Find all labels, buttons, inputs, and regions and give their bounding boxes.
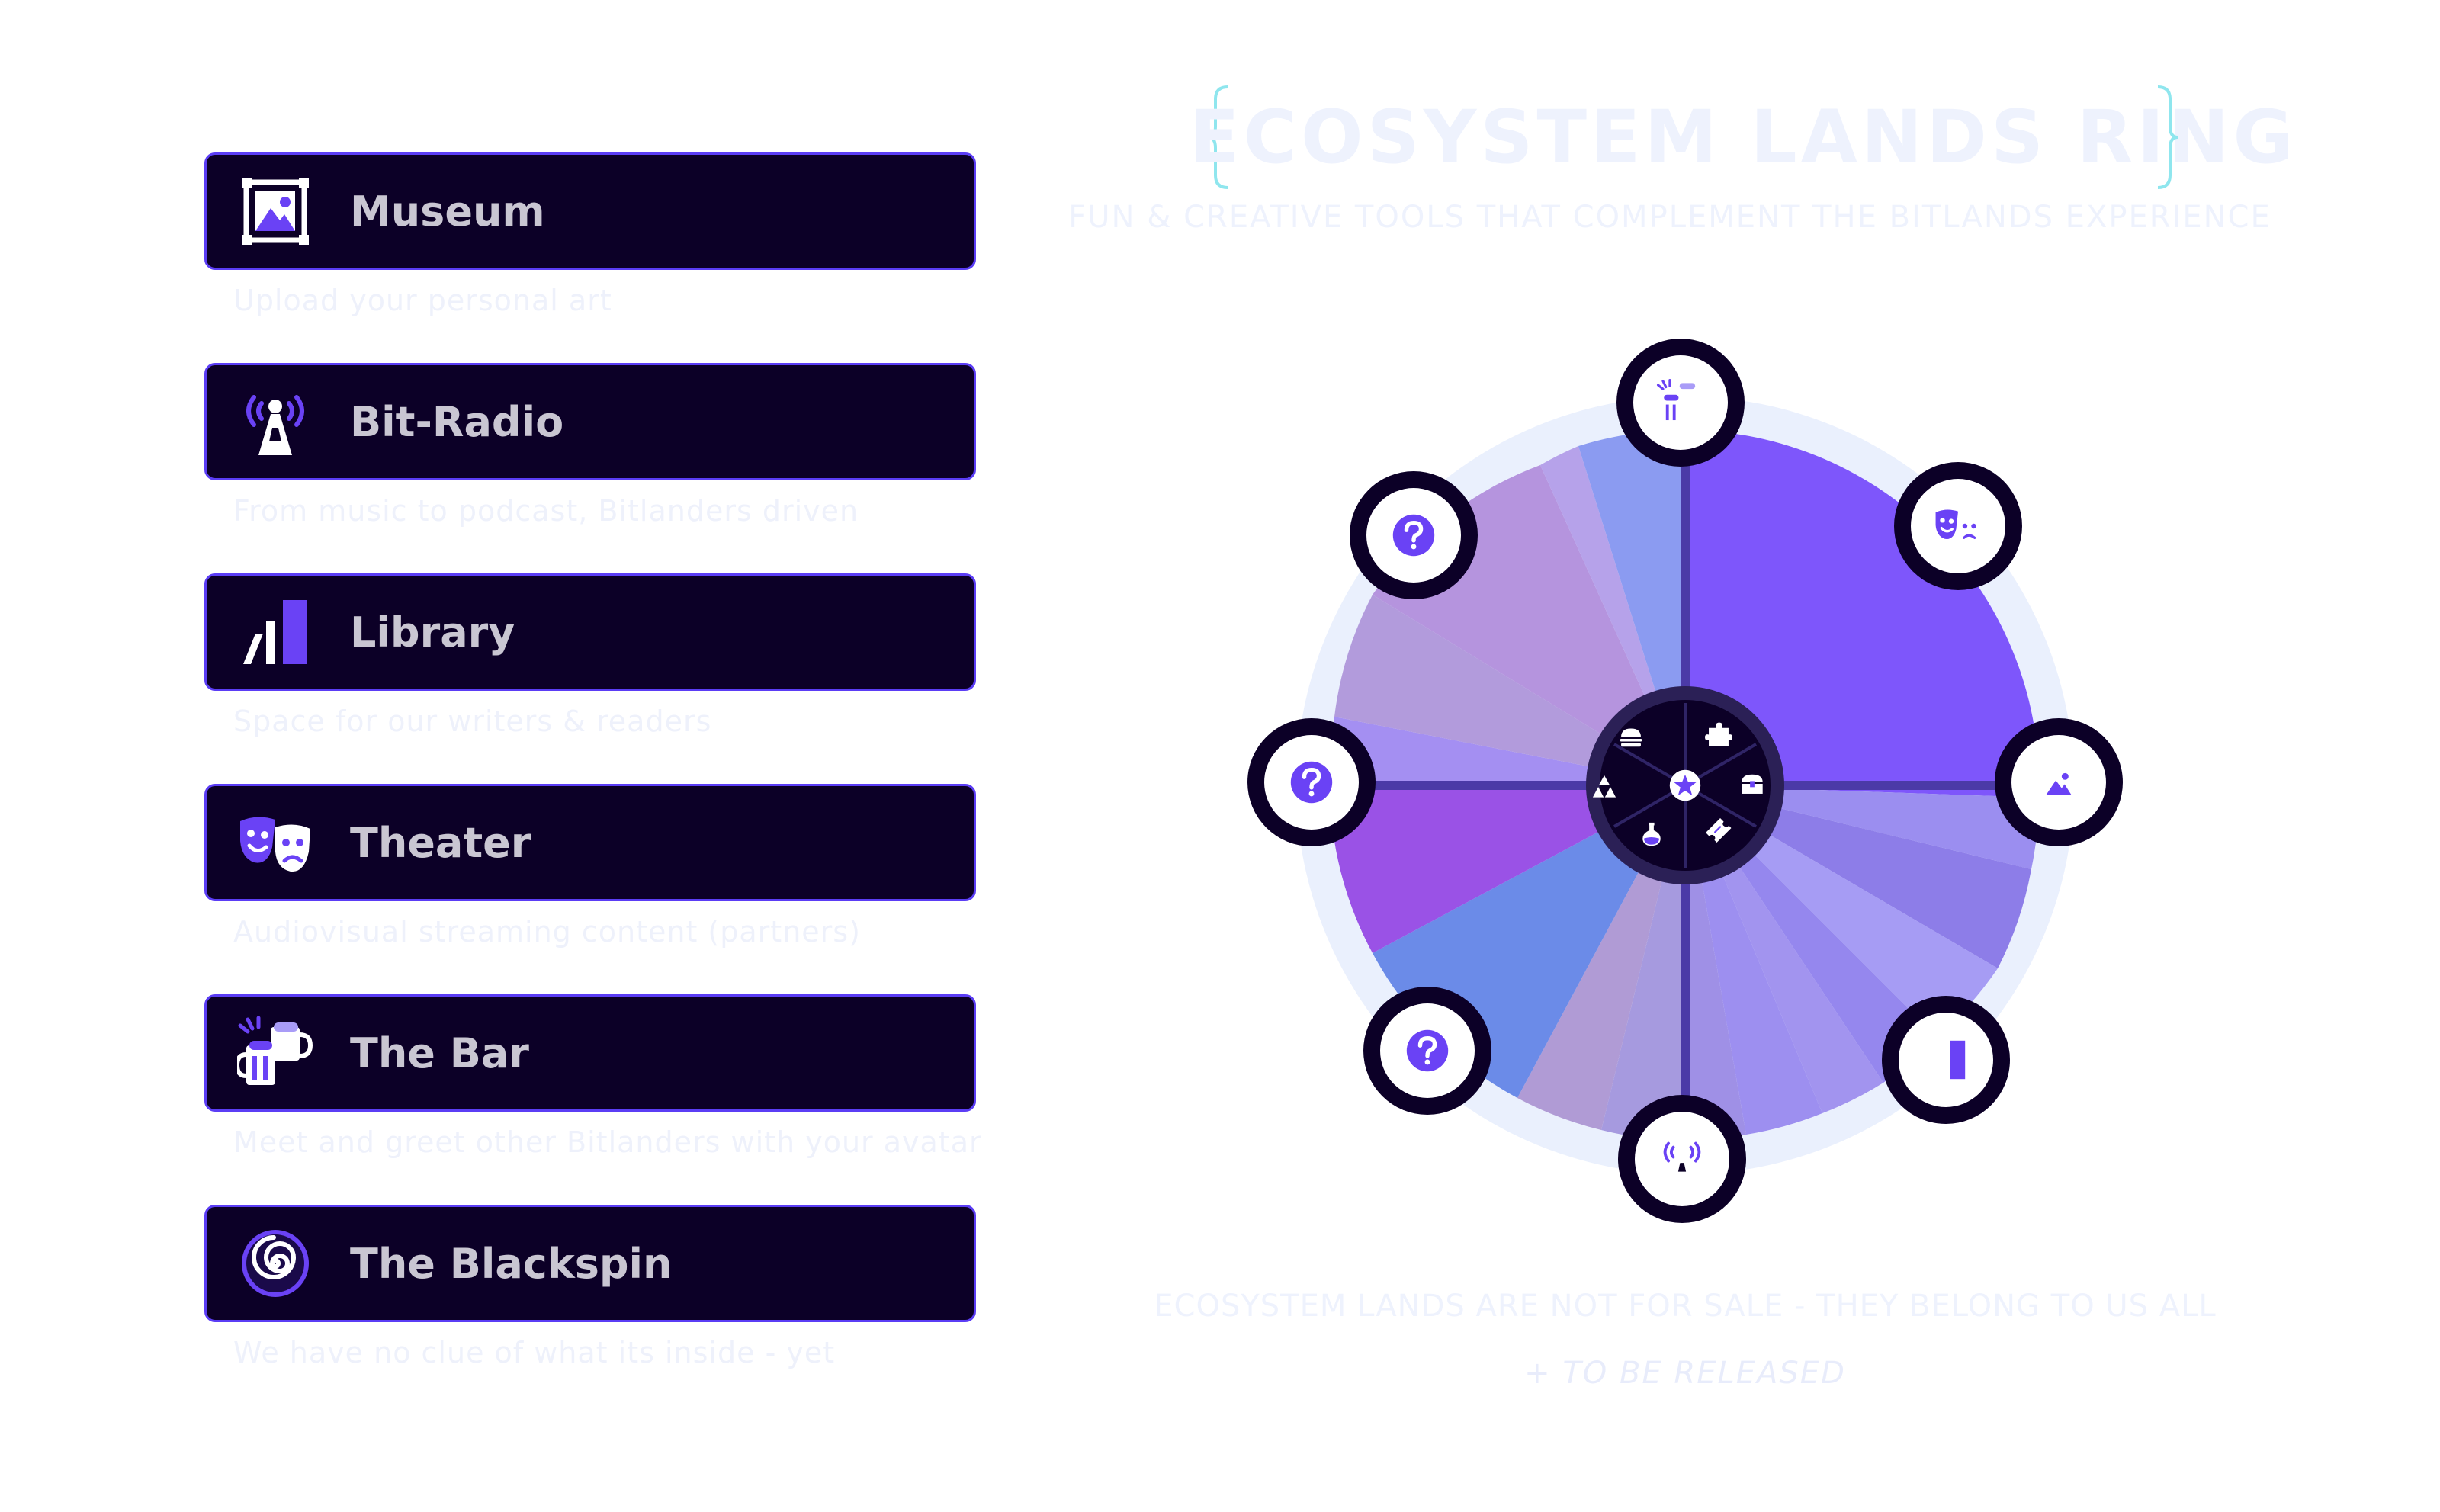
lands-ring-diagram: [1247, 339, 2123, 1223]
question-mark-icon: [1407, 1030, 1448, 1071]
question-mark-icon: [1291, 762, 1332, 803]
land-description: We have no clue of what its inside - yet: [233, 1336, 836, 1369]
ring-node-library[interactable]: [1882, 996, 2010, 1124]
spiral-icon: [237, 1225, 313, 1302]
land-name: Museum: [350, 187, 545, 236]
left-brace-icon: [1207, 85, 1228, 189]
land-card-library[interactable]: Library: [204, 573, 976, 691]
ring-node-museum[interactable]: [1995, 718, 2123, 846]
land-card-the-bar[interactable]: The Bar: [204, 994, 976, 1112]
land-description: Space for our writers & readers: [233, 705, 712, 738]
release-note: + TO BE RELEASED: [1524, 1356, 1846, 1391]
land-name: Bit-Radio: [350, 397, 564, 446]
star-icon[interactable]: [1670, 770, 1700, 801]
land-name: Library: [350, 608, 515, 656]
theater-masks-icon: [237, 804, 313, 881]
ring-title-block: ECOSYSTEM LANDS RING: [1190, 84, 2297, 198]
ring-node-unknown-bottom-left[interactable]: [1363, 987, 1491, 1115]
land-card-bit-radio[interactable]: Bit-Radio: [204, 363, 976, 480]
land-description: From music to podcast, Bitlanders driven: [233, 494, 859, 528]
ring-title: ECOSYSTEM LANDS RING: [1190, 95, 2297, 180]
land-card-museum[interactable]: Museum: [204, 152, 976, 270]
ring-node-bar[interactable]: [1616, 339, 1745, 467]
radio-tower-icon: [237, 384, 313, 460]
question-mark-icon: [1393, 515, 1434, 556]
ring-node-unknown-left[interactable]: [1247, 718, 1376, 846]
land-description: Audiovisual streaming content (partners): [233, 915, 861, 949]
ring-footnote: ECOSYSTEM LANDS ARE NOT FOR SALE - THEY …: [1154, 1289, 2217, 1324]
ring-node-theater[interactable]: [1894, 462, 2022, 590]
beer-mugs-icon: [237, 1015, 313, 1091]
land-card-theater[interactable]: Theater: [204, 784, 976, 901]
land-name: The Blackspin: [350, 1239, 673, 1288]
land-name: Theater: [350, 818, 531, 867]
books-icon: [237, 594, 313, 670]
land-description: Meet and greet other Bitlanders with you…: [233, 1125, 982, 1159]
right-brace-icon: [2157, 85, 2178, 189]
frame-picture-icon: [237, 173, 313, 249]
land-name: The Bar: [350, 1029, 529, 1077]
ring-hub: [1586, 686, 1784, 884]
land-card-the-blackspin[interactable]: The Blackspin: [204, 1205, 976, 1322]
ring-node-unknown-top-left[interactable]: [1350, 471, 1478, 599]
ring-subtitle: FUN & CREATIVE TOOLS THAT COMPLEMENT THE…: [1068, 200, 2271, 235]
chest-icon: [1742, 775, 1762, 794]
ring-node-bit-radio[interactable]: [1618, 1095, 1746, 1223]
land-description: Upload your personal art: [233, 284, 612, 317]
lands-list: Museum Upload your personal art Bit-Radi…: [0, 0, 1068, 1512]
